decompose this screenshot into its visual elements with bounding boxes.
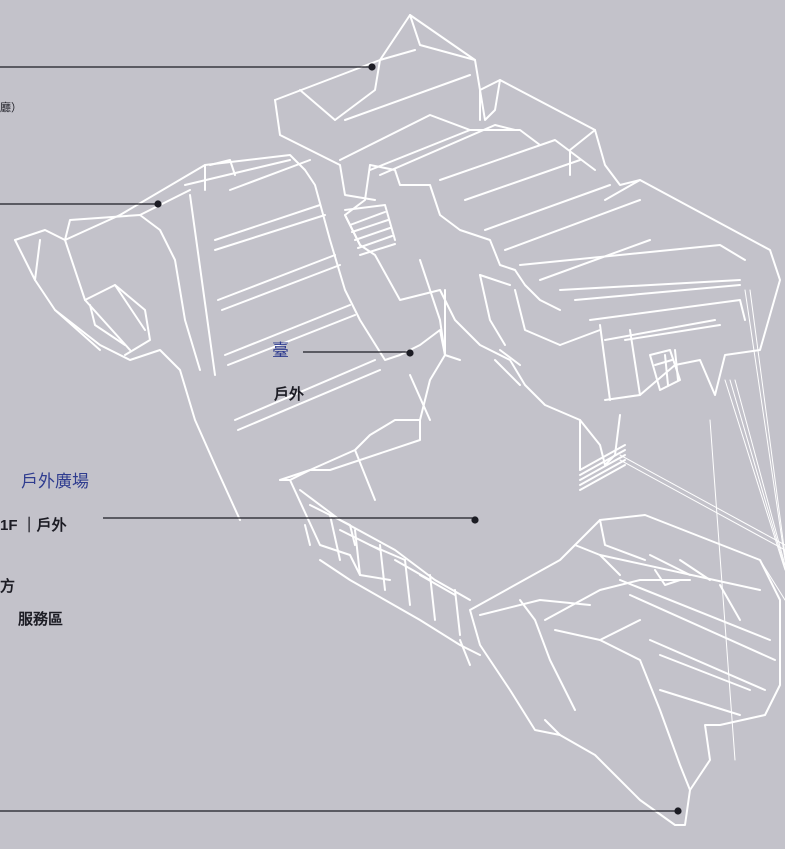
stage-title: 臺 xyxy=(272,341,289,361)
plaza-title: 戶外廣場 xyxy=(21,472,89,492)
plaza-subtitle: 1F ｜戶外 xyxy=(0,517,67,534)
service-area-text: 服務區 xyxy=(18,611,64,628)
leader-dot-1 xyxy=(368,63,376,71)
connector-lines xyxy=(619,289,785,761)
leader-dot-5 xyxy=(674,807,682,815)
left-wing-outline xyxy=(14,154,446,581)
leader-dot-3 xyxy=(406,349,414,357)
direction-text: 方 xyxy=(0,578,16,595)
upper-block-outline xyxy=(274,14,781,401)
middle-block-outline xyxy=(344,164,681,491)
leader-dot-4 xyxy=(471,516,479,524)
hall-note: 廳） xyxy=(0,102,22,114)
stairs-outline xyxy=(299,489,481,666)
lower-block-outline xyxy=(469,514,781,826)
leader-dot-2 xyxy=(154,200,162,208)
stage-subtitle: 戶外 xyxy=(274,386,305,403)
